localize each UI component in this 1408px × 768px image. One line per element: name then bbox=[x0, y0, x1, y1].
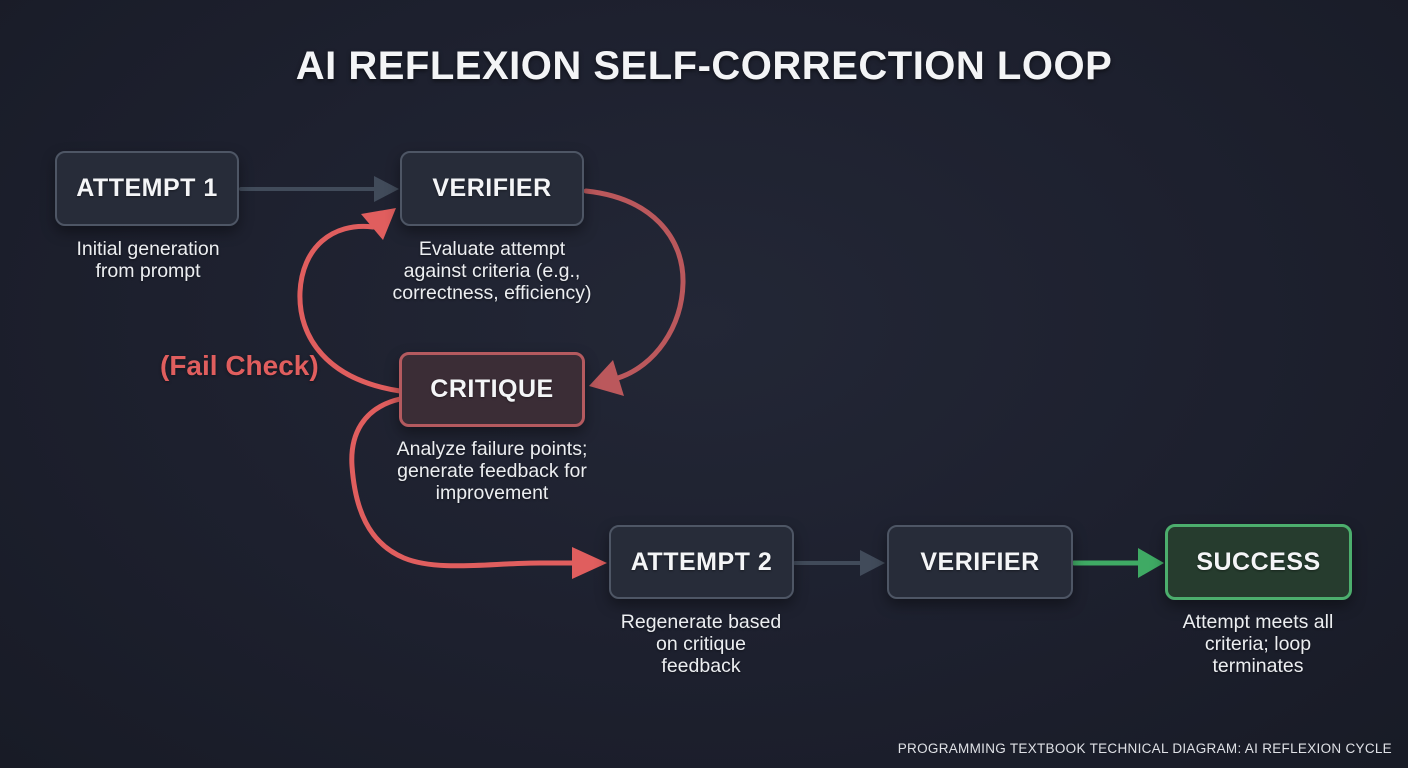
node-critique-label: CRITIQUE bbox=[430, 375, 554, 403]
arrowhead-verifier1-critique bbox=[589, 360, 624, 396]
node-attempt2: ATTEMPT 2 bbox=[609, 525, 794, 599]
footer-source-line: PROGRAMMING TEXTBOOK TECHNICAL DIAGRAM: … bbox=[897, 741, 1392, 756]
caption-success: Attempt meets all criteria; loop termina… bbox=[1182, 611, 1334, 677]
node-attempt1: ATTEMPT 1 bbox=[55, 151, 239, 226]
node-success: SUCCESS bbox=[1165, 524, 1352, 600]
diagram-title: AI REFLEXION SELF-CORRECTION LOOP bbox=[295, 44, 1113, 88]
node-verifier2-label: VERIFIER bbox=[920, 547, 1040, 576]
node-verifier2: VERIFIER bbox=[887, 525, 1073, 599]
node-attempt1-label: ATTEMPT 1 bbox=[76, 174, 218, 202]
arrowhead-verifier2-success bbox=[1138, 548, 1164, 578]
node-verifier1-label: VERIFIER bbox=[432, 174, 552, 202]
arrowhead-critique-attempt2 bbox=[572, 547, 607, 579]
arrowhead-attempt2-verifier2 bbox=[860, 550, 885, 576]
caption-critique: Analyze failure points; generate feedbac… bbox=[396, 438, 588, 504]
node-attempt2-label: ATTEMPT 2 bbox=[630, 547, 773, 576]
edge-verifier1-critique-fail-loop bbox=[583, 188, 686, 381]
caption-attempt2: Regenerate based on critique feedback bbox=[620, 611, 782, 677]
caption-attempt1: Initial generation from prompt bbox=[76, 238, 220, 282]
edge-critique-verifier1-fail-loop bbox=[297, 223, 403, 394]
fail-check-label: (Fail Check) bbox=[160, 350, 319, 381]
arrowhead-attempt1-verifier1 bbox=[374, 176, 399, 202]
node-success-label: SUCCESS bbox=[1196, 547, 1321, 576]
arrowhead-critique-verifier1 bbox=[361, 208, 396, 240]
node-critique: CRITIQUE bbox=[399, 352, 585, 427]
edge-critique-attempt2 bbox=[349, 396, 577, 569]
node-verifier1: VERIFIER bbox=[400, 151, 584, 226]
caption-verifier1: Evaluate attempt against criteria (e.g.,… bbox=[392, 238, 592, 304]
